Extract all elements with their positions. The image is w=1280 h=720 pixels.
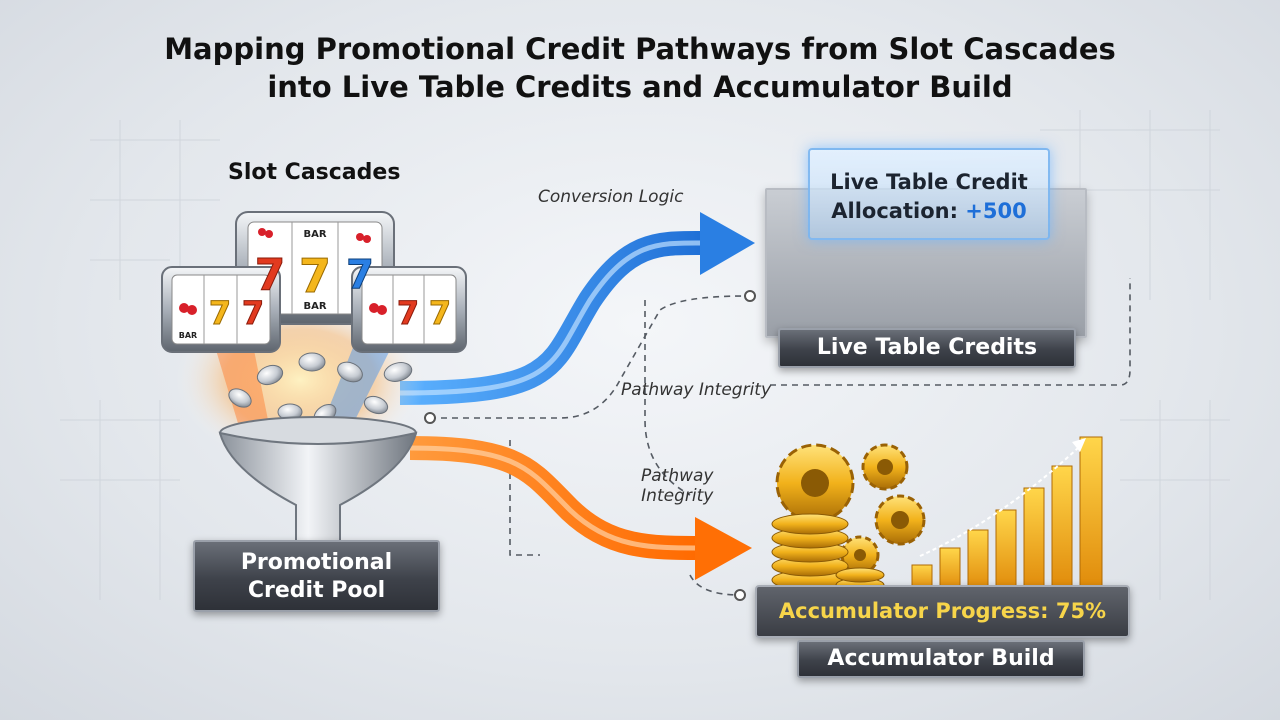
pathway-integrity-label-mid: Pathway Integrity <box>641 466 714 506</box>
slot-machine-right <box>351 266 467 353</box>
node-dot-top <box>744 290 756 302</box>
bar-symbol: BAR <box>303 301 326 312</box>
orange-build-arrow <box>409 436 752 580</box>
blue-conversion-arrow <box>399 212 755 405</box>
seven-symbol: 7 <box>346 252 374 298</box>
gear-icons <box>775 443 926 575</box>
title-line-1: Mapping Promotional Credit Pathways from… <box>164 32 1116 66</box>
conversion-logic-label: Conversion Logic <box>538 187 684 207</box>
growth-arrow-icon <box>919 438 1086 557</box>
bar-symbol: BAR <box>179 331 197 340</box>
seven-symbol: 7 <box>255 250 286 301</box>
pool-line-1: Promotional <box>240 550 393 575</box>
pathway-integrity-label-top: Pathway Integrity <box>621 380 772 400</box>
funnel-icon <box>218 416 418 546</box>
allocation-line-2: Allocation: +500 <box>810 197 1048 226</box>
pathway-integrity-line-2: Integrity <box>641 486 714 506</box>
node-dot-bottom <box>734 589 746 601</box>
cherry-icons <box>179 228 387 315</box>
bar-symbol: BAR <box>303 229 326 240</box>
allocation-line-1: Live Table Credit <box>830 170 1028 194</box>
slot-cascades-label: Slot Cascades <box>228 160 401 185</box>
allocation-prefix: Allocation: <box>831 199 966 223</box>
live-table-allocation-display: Live Table Credit Allocation: +500 <box>808 148 1050 240</box>
slot-machine-left <box>161 266 281 353</box>
pool-line-2: Credit Pool <box>247 578 386 603</box>
growth-bars-icon <box>911 436 1103 591</box>
pathway-integrity-line-1: Pathway <box>641 466 714 486</box>
promotional-credit-pool-label: Promotional Credit Pool <box>193 540 440 612</box>
seven-symbol: 7 <box>429 294 451 332</box>
accumulator-build-label: Accumulator Build <box>797 640 1085 678</box>
accumulator-progress-display: Accumulator Progress: 75% <box>755 585 1130 638</box>
title-line-2: into Live Table Credits and Accumulator … <box>267 70 1013 104</box>
seven-symbol: 7 <box>397 294 419 332</box>
diagram-title: Mapping Promotional Credit Pathways from… <box>0 30 1280 106</box>
allocation-value: +500 <box>965 199 1027 223</box>
seven-symbol: 7 <box>242 294 264 332</box>
seven-symbol: 7 <box>209 294 231 332</box>
coin-icons <box>228 352 413 425</box>
node-dot-left <box>424 412 436 424</box>
live-table-credits-label: Live Table Credits <box>778 328 1076 368</box>
dashed-integrity-lines <box>430 278 1131 596</box>
seven-symbol: 7 <box>299 249 331 303</box>
